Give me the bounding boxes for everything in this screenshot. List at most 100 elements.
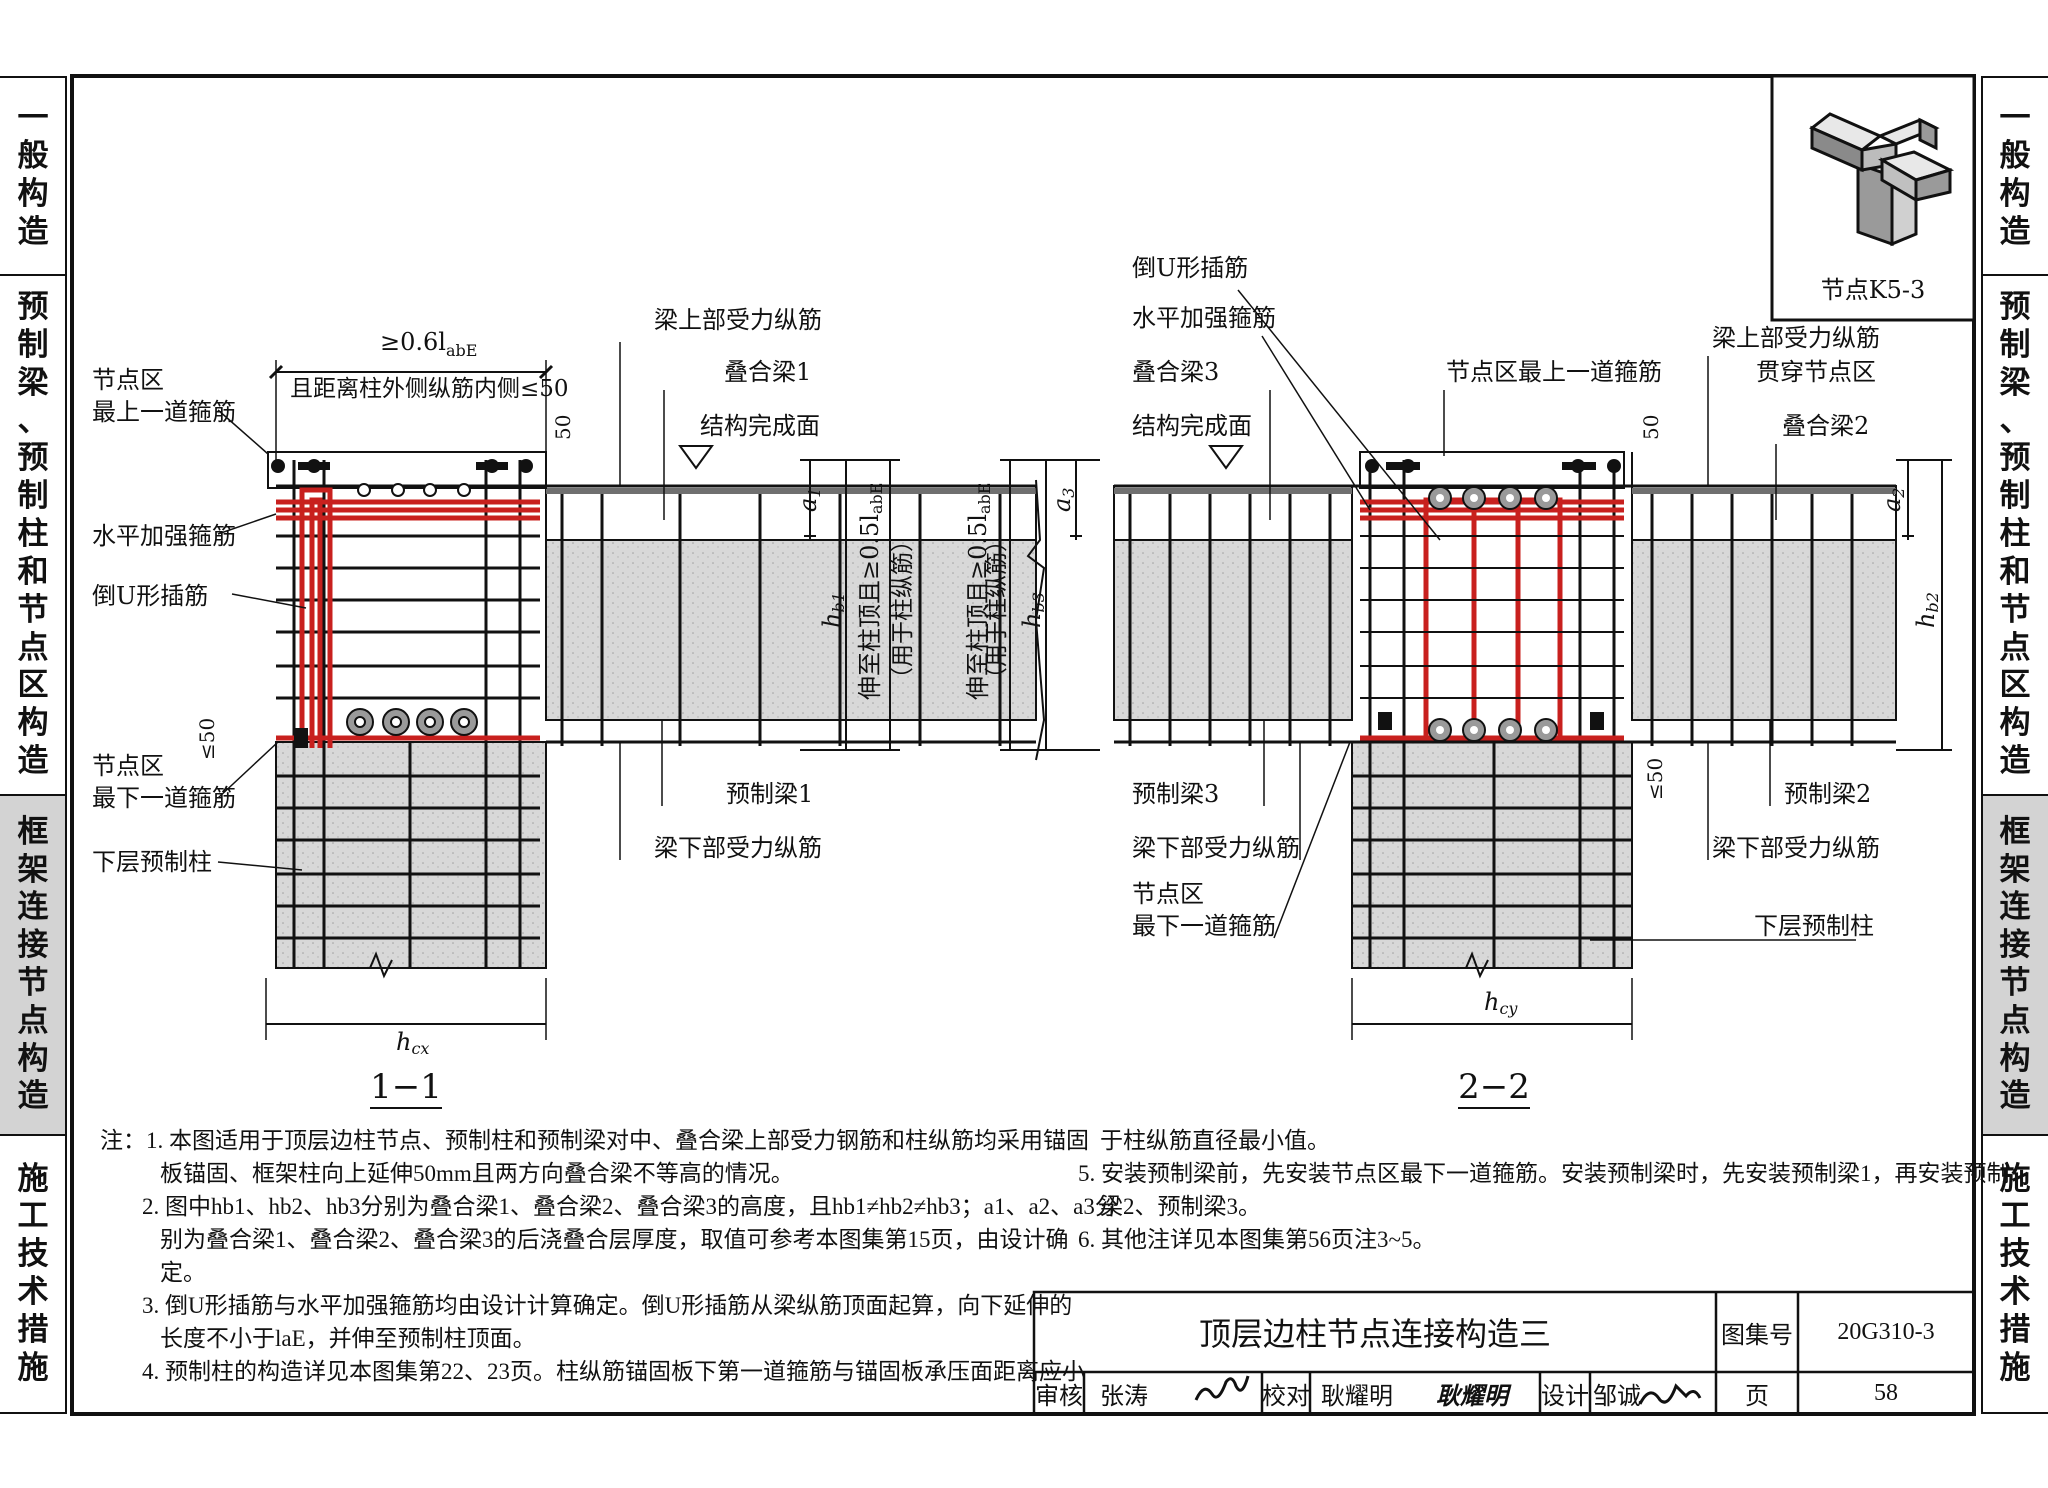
svg-text:≤50: ≤50 — [1643, 758, 1667, 800]
side-tab-char: 术 — [17, 1274, 49, 1310]
svg-text:hcx: hcx — [396, 1028, 429, 1058]
side-tab-char: 框 — [17, 813, 49, 850]
side-tab-char: 区 — [1999, 667, 2031, 704]
side-tab-char: 预 — [17, 289, 49, 326]
side-tab-char: 构 — [1999, 705, 2031, 742]
page-label: 页 — [1745, 1383, 1769, 1410]
side-tab-char: 预 — [1999, 289, 2031, 326]
svg-text:伸至柱顶且≥0.5labE: 伸至柱顶且≥0.5labE — [856, 483, 886, 700]
side-tab-construction[interactable]: 施工技术措施 — [0, 1136, 66, 1414]
title-block — [1032, 1290, 1976, 1416]
svg-text:hb2: hb2 — [1912, 592, 1942, 628]
side-tab-char: 工 — [1999, 1198, 2031, 1235]
svg-text:下层预制柱: 下层预制柱 — [1754, 912, 1874, 940]
side-tab-char: 连 — [1999, 889, 2031, 926]
svg-text:节点区: 节点区 — [92, 752, 164, 780]
side-tab-frame-joints[interactable]: 框架连接节点构造 — [0, 796, 66, 1136]
svg-text:最上一道箍筋: 最上一道箍筋 — [92, 398, 236, 426]
side-tab-char: 构 — [1999, 176, 2031, 212]
side-tab-char: 节 — [1999, 591, 2031, 628]
side-tab-char: 制 — [1999, 478, 2031, 515]
section-1-1: ≥0.6labE 且距离柱外侧纵筋内侧≤50 50 ≤50 a1 hb1 伸至柱… — [92, 306, 1046, 1109]
review-label: 审核 — [1035, 1383, 1083, 1410]
designer-signature — [1638, 1383, 1702, 1405]
side-tab-char: 制 — [17, 478, 49, 515]
note-line: 长度不小于laE，并伸至预制柱顶面。 — [160, 1326, 536, 1351]
side-tab-char: 措 — [1999, 1311, 2031, 1348]
side-tab-char: 术 — [1999, 1274, 2031, 1310]
svg-text:且距离柱外侧纵筋内侧≤50: 且距离柱外侧纵筋内侧≤50 — [290, 376, 569, 402]
svg-text:倒U形插筋: 倒U形插筋 — [92, 582, 208, 610]
svg-text:水平加强箍筋: 水平加强箍筋 — [1132, 304, 1276, 332]
checker-name: 耿耀明 — [1321, 1383, 1393, 1410]
atlas-number: 20G310-3 — [1837, 1318, 1935, 1345]
side-tab-frame-joints-right[interactable]: 框架连接节点构造 — [1982, 796, 2048, 1136]
side-tab-char: 一 — [1999, 100, 2031, 137]
precast-beam-1 — [545, 539, 1037, 721]
svg-text:水平加强箍筋: 水平加强箍筋 — [92, 522, 236, 550]
svg-text:预制梁2: 预制梁2 — [1784, 780, 1871, 808]
side-tab-construction-right[interactable]: 施工技术措施 — [1982, 1136, 2048, 1414]
side-tab-char: 梁 — [1999, 364, 2031, 401]
section-2-title: 2−2 — [1458, 1067, 1530, 1107]
svg-text:hb3: hb3 — [1018, 592, 1048, 628]
side-tab-char: 造 — [17, 1078, 49, 1115]
side-tab-char: 连 — [17, 889, 49, 926]
note-line: 3. 倒U形插筋与水平加强箍筋均由设计计算确定。倒U形插筋从梁纵筋顶面起算，向下… — [142, 1293, 1073, 1318]
svg-text:预制梁1: 预制梁1 — [726, 780, 813, 808]
side-tab-char: 般 — [17, 138, 49, 175]
note-line: 板锚固、框架柱向上延伸50mm且两方向叠合梁不等高的情况。 — [160, 1161, 794, 1186]
side-tab-char: 预 — [17, 440, 49, 477]
side-tab-char: 造 — [1999, 742, 2031, 779]
side-tab-char: 架 — [1999, 851, 2031, 888]
side-tab-char: 柱 — [17, 516, 49, 553]
svg-text:50: 50 — [1639, 415, 1663, 440]
page-number: 58 — [1874, 1379, 1898, 1406]
side-tab-char: 、 — [17, 402, 49, 439]
side-tab-general[interactable]: 一般构造 — [0, 76, 66, 276]
inset-box: 节点K5-3 — [1770, 74, 1976, 322]
atlas-label: 图集号 — [1721, 1322, 1793, 1349]
inset-label: 节点K5-3 — [1821, 276, 1926, 304]
note-line: 于柱纵筋直径最小值。 — [1100, 1128, 1330, 1153]
side-tab-char: 施 — [1999, 1160, 2031, 1197]
precast-beam-2 — [1631, 539, 1897, 721]
side-tab-char: 点 — [1999, 1002, 2031, 1039]
side-tab-char: 框 — [1999, 813, 2031, 850]
side-tab-char: 造 — [1999, 1078, 2031, 1115]
notes-right: 于柱纵筋直径最小值。 5. 安装预制梁前，先安装节点区最下一道箍筋。安装预制梁时… — [1078, 1124, 2010, 1264]
svg-text:a1: a1 — [794, 488, 824, 513]
side-tab-precast[interactable]: 预制梁、预制柱和节点区构造 — [0, 276, 66, 796]
svg-text:最下一道箍筋: 最下一道箍筋 — [92, 784, 236, 812]
side-tab-char: 般 — [1999, 138, 2031, 175]
designer-name: 邹诚 — [1593, 1383, 1641, 1410]
svg-text:梁下部受力纵筋: 梁下部受力纵筋 — [1132, 834, 1300, 862]
svg-text:预制梁3: 预制梁3 — [1132, 780, 1219, 808]
design-label: 设计 — [1541, 1383, 1589, 1410]
note-line: 别为叠合梁1、叠合梁2、叠合梁3的后浇叠合层厚度，取值可参考本图集第15页，由设… — [160, 1227, 1069, 1252]
side-tab-char: 工 — [17, 1198, 49, 1235]
side-tab-general-right[interactable]: 一般构造 — [1982, 76, 2048, 276]
side-tab-char: 制 — [1999, 327, 2031, 364]
note-line: 定。 — [160, 1260, 206, 1285]
side-tab-char: 节 — [1999, 965, 2031, 1001]
side-tab-precast-right[interactable]: 预制梁、预制柱和节点区构造 — [1982, 276, 2048, 796]
check-label: 校对 — [1262, 1383, 1310, 1410]
side-tab-char: 构 — [1999, 1040, 2031, 1077]
side-tab-char: 一 — [17, 100, 49, 137]
reviewer-name: 张涛 — [1100, 1383, 1148, 1410]
side-tab-char: 施 — [1999, 1349, 2031, 1386]
side-tab-char: 接 — [1999, 927, 2031, 964]
side-tab-char: 和 — [17, 553, 49, 590]
side-tab-char: 节 — [17, 591, 49, 628]
side-tab-char: 造 — [1999, 213, 2031, 250]
svg-text:梁上部受力纵筋: 梁上部受力纵筋 — [1712, 324, 1880, 352]
side-tab-char: 点 — [17, 1002, 49, 1039]
svg-text:梁上部受力纵筋: 梁上部受力纵筋 — [654, 306, 822, 334]
svg-text:梁下部受力纵筋: 梁下部受力纵筋 — [654, 834, 822, 862]
note-line: 4. 预制柱的构造详见本图集第22、23页。柱纵筋锚固板下第一道箍筋与锚固板承压… — [142, 1359, 1085, 1384]
svg-text:≤50: ≤50 — [195, 718, 219, 760]
svg-text:节点区最上一道箍筋: 节点区最上一道箍筋 — [1446, 358, 1662, 386]
side-tab-char: 柱 — [1999, 516, 2031, 553]
